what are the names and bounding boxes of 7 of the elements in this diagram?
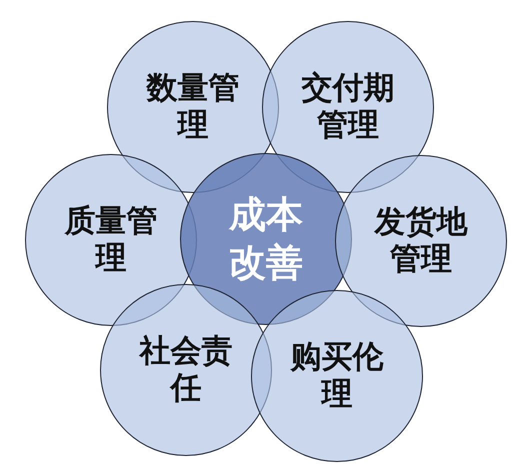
topic-label: 成本改善 xyxy=(228,192,304,286)
topic-label: 交付期管理 xyxy=(300,70,396,144)
topic-label: 社会责任 xyxy=(138,332,234,408)
topic-label: 购买伦理 xyxy=(289,338,384,414)
topic-label: 发货地管理 xyxy=(373,204,469,278)
topic-label: 质量管理 xyxy=(63,202,158,278)
topic-label: 数量管理 xyxy=(145,70,240,144)
